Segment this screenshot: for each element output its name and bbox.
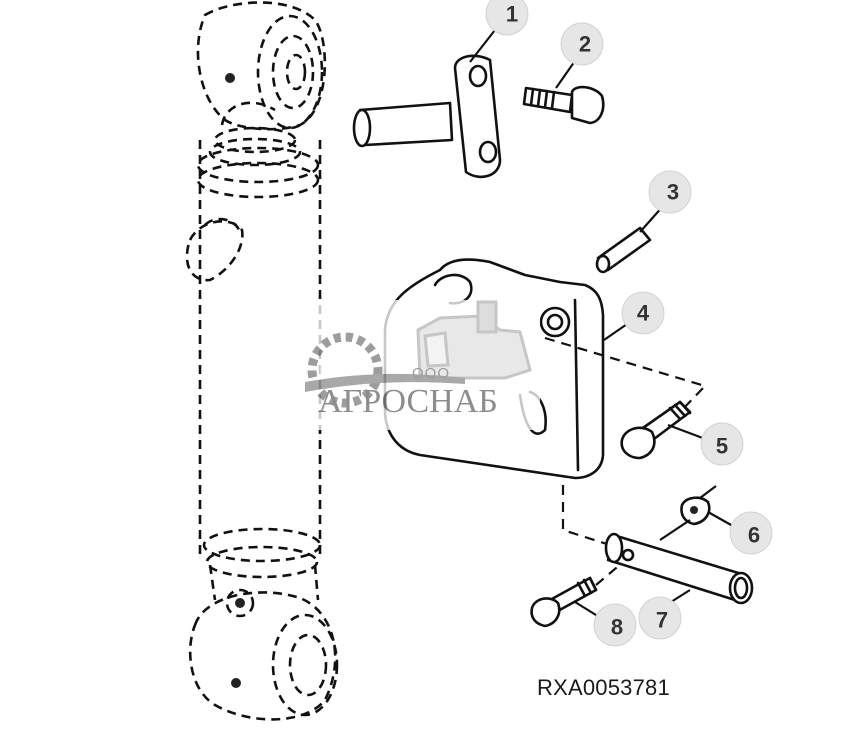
assembly-line-2	[561, 485, 611, 547]
part-3-roll-pin	[595, 226, 652, 274]
callouts: 1 2 3 4 5 6 7 8	[485, 0, 773, 647]
callout-2: 2	[560, 22, 604, 66]
callout-8: 8	[593, 603, 637, 647]
callout-3: 3	[648, 170, 692, 214]
part-8-cap-screw	[530, 562, 623, 628]
watermark-prefix: ООО	[412, 365, 450, 382]
callout-6: 6	[729, 511, 773, 555]
hydraulic-cylinder	[185, 1, 339, 721]
part-5-cap-screw	[620, 400, 692, 460]
assembly-line	[544, 336, 708, 413]
callout-7: 7	[638, 596, 682, 640]
part-6-lock-nut	[680, 485, 717, 526]
part-2-cap-screw	[522, 85, 605, 125]
callout-5: 5	[700, 422, 744, 466]
watermark-name: АГРОСНАБ	[318, 383, 498, 420]
svg-text:7: 7	[656, 608, 668, 633]
svg-text:5: 5	[716, 434, 728, 459]
svg-text:8: 8	[611, 615, 623, 640]
callout-4: 4	[621, 291, 665, 335]
watermark-logo: ООО АГРОСНАБ	[300, 300, 540, 430]
svg-text:2: 2	[579, 32, 591, 57]
callout-1: 1	[485, 0, 529, 36]
part-7-pin	[604, 519, 754, 605]
svg-text:1: 1	[506, 2, 518, 27]
svg-text:4: 4	[637, 301, 650, 326]
figure-id: RXA0053781	[537, 675, 670, 700]
svg-text:3: 3	[667, 180, 679, 205]
part-1-pin-with-plate	[352, 54, 502, 179]
svg-text:6: 6	[748, 523, 760, 548]
